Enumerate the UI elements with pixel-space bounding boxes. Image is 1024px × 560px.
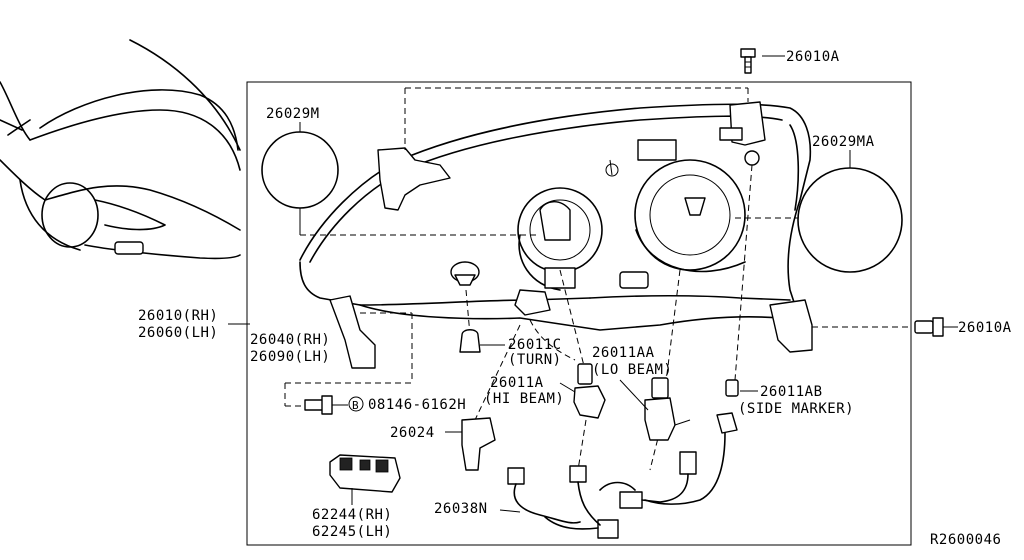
bolt-top — [740, 48, 785, 74]
assembly-frame — [246, 81, 912, 546]
label-lens-right: 26029MA — [812, 134, 875, 150]
label-bolt-right: 26010A — [958, 320, 1012, 336]
lens-left — [261, 122, 540, 236]
label-lobeam-desc: (LO BEAM) — [592, 362, 672, 378]
label-lamp-rh: 26010(RH) — [138, 308, 218, 324]
label-harness: 26038N — [434, 501, 488, 517]
label-lamp-lh: 26060(LH) — [138, 325, 218, 341]
headlamp-housing — [299, 101, 813, 369]
label-bracket-lh: 26090(LH) — [250, 349, 330, 365]
label-hibeam-desc: (HI BEAM) — [484, 391, 564, 407]
label-bracket-rh: 26040(RH) — [250, 332, 330, 348]
label-lobeam-part: 26011AA — [592, 345, 655, 361]
label-side-part: 26011AB — [760, 384, 823, 400]
label-turn-desc: (TURN) — [508, 352, 562, 368]
label-socket: 26024 — [390, 425, 435, 441]
leader-lines — [284, 87, 912, 471]
fog-lamp-bracket — [329, 454, 401, 505]
label-hibeam-part: 26011A — [490, 375, 544, 391]
bolt-circle-marker — [348, 396, 364, 412]
lobeam-bulb — [619, 377, 676, 441]
wiring-harness — [499, 432, 726, 539]
label-bolt-top: 26010A — [786, 49, 840, 65]
label-turn-part: 26011C — [508, 337, 562, 353]
side-marker-bulb — [716, 379, 758, 434]
turn-bulb — [459, 329, 505, 353]
car-front-illustration — [0, 39, 241, 260]
label-bolt-circle: B — [352, 399, 359, 412]
label-bolt-part: 08146-6162H — [368, 397, 466, 413]
label-fog-rh: 62244(RH) — [312, 507, 392, 523]
bolt-lower-left — [304, 395, 348, 415]
label-reference-code: R2600046 — [930, 532, 1001, 548]
label-fog-lh: 62245(LH) — [312, 524, 392, 540]
bolt-right — [914, 317, 958, 337]
lens-right — [735, 150, 903, 273]
hibeam-bulb — [559, 363, 606, 419]
label-side-desc: (SIDE MARKER) — [738, 401, 854, 417]
socket-26024 — [445, 417, 496, 471]
label-lens-left: 26029M — [266, 106, 320, 122]
